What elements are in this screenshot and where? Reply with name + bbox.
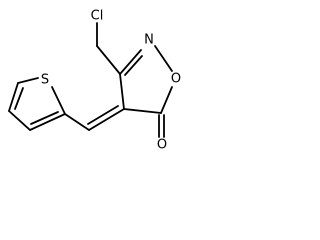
bond-thio-s-c5 bbox=[17, 77, 39, 84]
bond-c4-c3 bbox=[119, 73, 125, 110]
bonds bbox=[8, 22, 173, 138]
bond-c5-c4 bbox=[123, 108, 162, 114]
atom-labels: Cl N O O S bbox=[41, 9, 181, 153]
bond-exo-thiophene bbox=[64, 113, 90, 131]
bond-thio-c4-c3 bbox=[8, 110, 31, 131]
atom-label-o-ring: O bbox=[171, 72, 181, 87]
bond-c4-exo-double-outer bbox=[88, 108, 125, 131]
atom-label-o-carbonyl: O bbox=[157, 138, 167, 153]
bond-thio-c2-s bbox=[51, 86, 66, 115]
bond-c3-n-double-outer bbox=[119, 49, 142, 75]
bond-n-o bbox=[154, 45, 173, 72]
bond-thio-c3-c2-inner bbox=[30, 111, 59, 125]
bond-c4-exo-double-inner bbox=[87, 105, 119, 125]
bond-thio-c3-c2-outer bbox=[29, 113, 66, 131]
bond-thio-c5-c4-inner bbox=[14, 87, 24, 110]
atom-label-s: S bbox=[41, 73, 49, 88]
bond-ch2-c3 bbox=[96, 45, 121, 75]
bond-o-c5 bbox=[160, 86, 173, 114]
chemical-structure-diagram: Cl N O O S bbox=[8, 9, 181, 153]
atom-label-n: N bbox=[144, 33, 154, 48]
bond-c3-n-double-inner bbox=[124, 55, 143, 76]
bond-thio-c5-c4-outer bbox=[8, 82, 19, 112]
atom-label-cl: Cl bbox=[91, 9, 104, 24]
